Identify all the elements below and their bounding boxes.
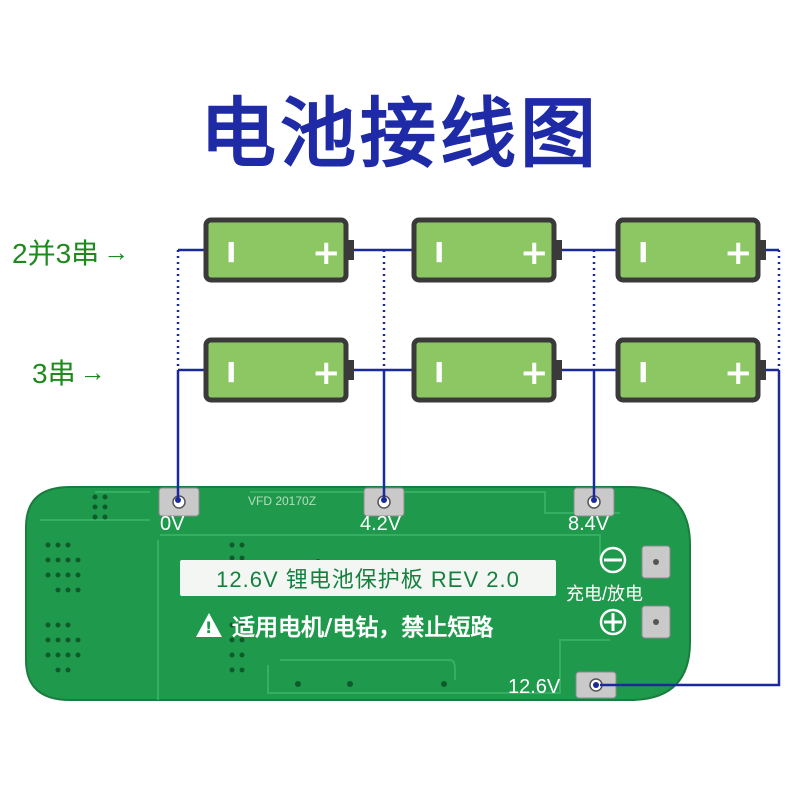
- battery-plus-label: +: [724, 353, 753, 393]
- pad-label-12-6v: 12.6V: [508, 676, 561, 698]
- warning-text: 适用电机/电钻，禁止短路: [232, 615, 494, 641]
- board-trace: [160, 534, 601, 560]
- plus-symbol-circle: [599, 608, 627, 636]
- battery-minus-label: I: [226, 356, 236, 389]
- battery-row-2: I + I + I +: [203, 337, 766, 403]
- battery-plus-label: +: [520, 353, 549, 393]
- contact-dot: [593, 682, 599, 688]
- battery-minus-label: I: [638, 356, 648, 389]
- battery-minus-label: I: [638, 236, 648, 269]
- battery-plus-label: +: [312, 233, 341, 273]
- pad-charge-plus: [641, 605, 671, 639]
- via-grid-left: [45, 494, 108, 673]
- board-trace: [267, 639, 610, 694]
- wire-contacts: [175, 497, 599, 688]
- arrow-right-icon: →: [103, 236, 130, 267]
- pad-label-8-4v: 8.4V: [568, 513, 610, 535]
- contact-dot: [175, 497, 181, 503]
- battery: I +: [411, 217, 562, 283]
- battery-plus-label: +: [520, 233, 549, 273]
- pad-label-0v: 0V: [160, 513, 185, 535]
- battery: I +: [615, 337, 766, 403]
- battery-plus-label: +: [312, 353, 341, 393]
- battery: I +: [203, 217, 354, 283]
- charge-discharge-label: 充电/放电: [566, 584, 644, 604]
- battery-minus-label: I: [226, 236, 236, 269]
- board-warning: 适用电机/电钻，禁止短路: [196, 608, 493, 642]
- pad-label-4-2v: 4.2V: [360, 513, 402, 535]
- arrow-right-icon: →: [79, 356, 106, 387]
- minus-symbol-circle: [599, 546, 627, 574]
- battery: I +: [203, 337, 354, 403]
- row-label-text: 3串: [32, 358, 76, 389]
- battery-minus-label: I: [434, 236, 444, 269]
- board-trace: [280, 659, 456, 680]
- battery-row-1: I + I + I +: [203, 217, 766, 283]
- pad-charge-minus: [641, 545, 671, 579]
- diagram-title: 电池接线图: [200, 89, 600, 178]
- battery: I +: [615, 217, 766, 283]
- row-label-3s: 3串 →: [32, 352, 106, 392]
- battery-minus-label: I: [434, 356, 444, 389]
- contact-dot: [381, 497, 387, 503]
- row-label-2p3s: 2并3串 →: [12, 232, 129, 272]
- wires: [176, 248, 781, 687]
- wire-12-6v: [600, 370, 781, 687]
- board-marking: VFD 20170Z: [248, 494, 317, 508]
- via-grid-center: [229, 542, 447, 687]
- battery-plus-label: +: [724, 233, 753, 273]
- dotted-parallel-wires: [176, 250, 781, 370]
- row-label-text: 2并3串: [12, 238, 100, 269]
- contact-dot: [591, 497, 597, 503]
- board-silkscreen-label: 12.6V 锂电池保护板 REV 2.0: [180, 560, 556, 596]
- warning-icon: [196, 613, 222, 637]
- battery: I +: [411, 337, 562, 403]
